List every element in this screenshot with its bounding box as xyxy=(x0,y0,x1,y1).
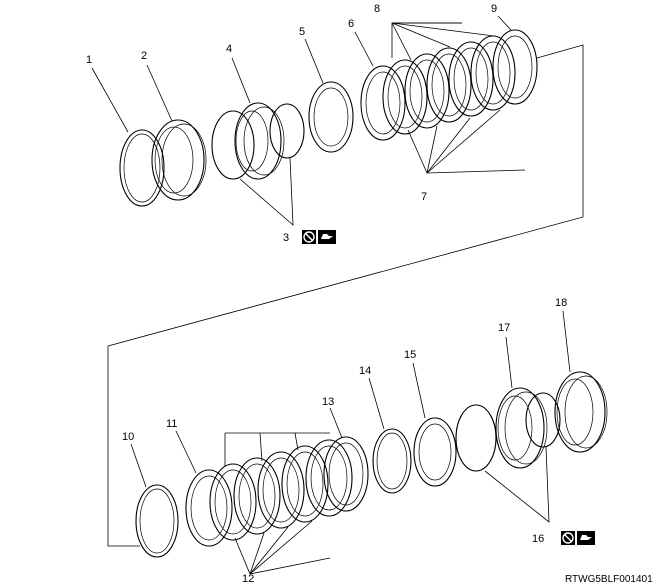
part-17-piston xyxy=(495,336,548,469)
lower-frame-lines xyxy=(107,346,140,547)
callout-15: 15 xyxy=(404,349,416,361)
part-10-snap-ring xyxy=(130,443,179,558)
callout-5: 5 xyxy=(299,26,305,38)
callout-10: 10 xyxy=(122,431,134,443)
callout-12: 12 xyxy=(242,573,254,585)
callout-8: 8 xyxy=(374,3,380,15)
upper-callouts: 1 2 4 5 6 8 9 7 3 xyxy=(86,3,497,244)
lower-clutch-pack xyxy=(175,407,369,575)
part-16-o-rings xyxy=(455,392,561,523)
lower-callouts: 10 11 13 14 15 17 18 12 16 xyxy=(122,297,567,585)
callout-1: 1 xyxy=(86,54,92,66)
callout-18: 18 xyxy=(555,297,567,309)
part-4-piston xyxy=(231,57,285,180)
callout-11: 11 xyxy=(166,418,177,430)
callout-17: 17 xyxy=(498,322,510,334)
callout-2: 2 xyxy=(141,50,147,62)
callout-4: 4 xyxy=(226,43,232,55)
part-14-snap-ring xyxy=(368,377,412,494)
upper-clutch-pack xyxy=(354,15,538,174)
part-2-ring xyxy=(146,64,207,201)
callout-3: 3 xyxy=(283,232,289,244)
callout-6: 6 xyxy=(348,18,354,30)
callout-16: 16 xyxy=(532,533,544,545)
apply-oil-icon xyxy=(577,531,595,545)
callout-7: 7 xyxy=(421,191,427,203)
upper-frame-lines xyxy=(107,44,584,347)
part-18-ring xyxy=(554,310,608,453)
image-code: RTWG5BLF001401 xyxy=(565,574,653,585)
part-15-spring-retainer xyxy=(412,362,457,487)
part-1-snap-ring xyxy=(91,67,165,207)
part-3-o-rings xyxy=(211,103,305,226)
apply-oil-icon xyxy=(318,230,336,244)
callout-13: 13 xyxy=(322,396,334,408)
part-5-spring-retainer xyxy=(304,38,354,153)
callout-9: 9 xyxy=(491,3,497,15)
do-not-reuse-icon xyxy=(561,531,575,545)
do-not-reuse-icon xyxy=(302,230,316,244)
callout-14: 14 xyxy=(359,365,371,377)
